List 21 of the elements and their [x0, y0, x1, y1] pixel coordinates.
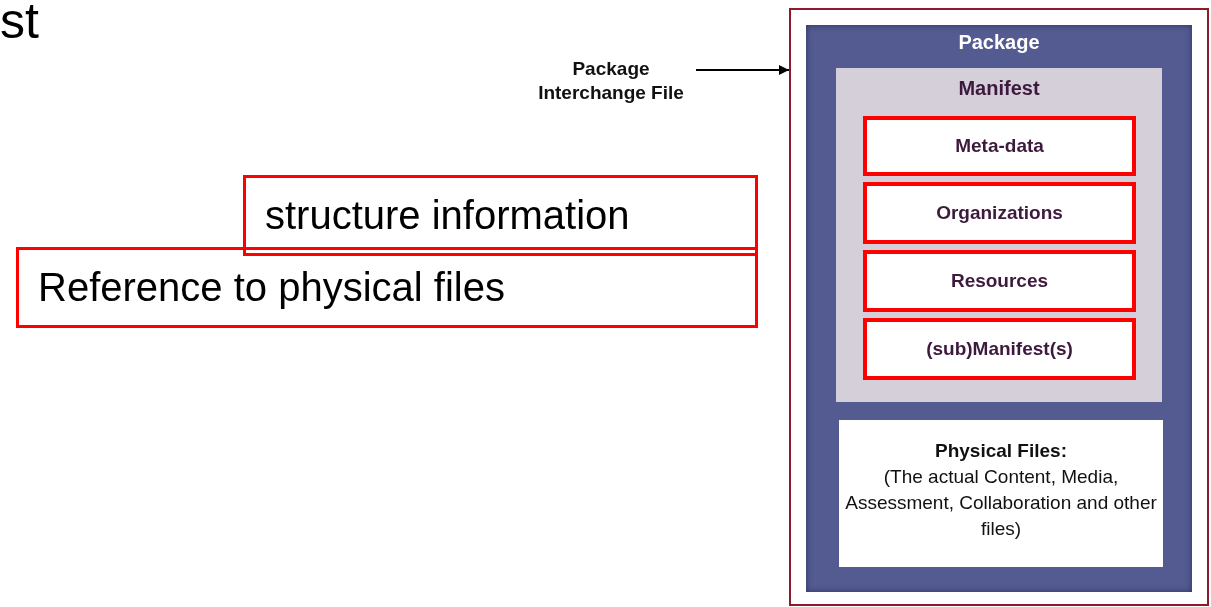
callout-text: structure information: [265, 193, 630, 238]
manifest-item-box: [863, 250, 1136, 312]
box-description: (The actual Content, Media, Assessment, Collaboration and other files): [845, 465, 1157, 541]
title-fragment: st: [0, 0, 39, 50]
box-title: Manifest: [957, 77, 1041, 100]
manifest-panel: [836, 68, 1162, 402]
callout-text: Reference to physical files: [38, 265, 505, 310]
box-title: (sub)Manifest(s): [926, 338, 1073, 360]
box-title: Meta-data: [955, 135, 1044, 157]
box-title: Physical Files:: [934, 439, 1068, 463]
highlight-box: [243, 175, 758, 256]
arrow: [695, 65, 790, 75]
box-title: Resources: [950, 270, 1049, 292]
manifest-item-box: [863, 182, 1136, 244]
box-title: Package: [957, 31, 1041, 54]
box-title: Organizations: [936, 202, 1063, 224]
arrow-label: Package Interchange File: [537, 57, 685, 105]
files-box: [839, 420, 1163, 567]
manifest-item-box: [863, 318, 1136, 380]
manifest-item-box: [863, 116, 1136, 176]
highlight-box: [16, 247, 758, 328]
